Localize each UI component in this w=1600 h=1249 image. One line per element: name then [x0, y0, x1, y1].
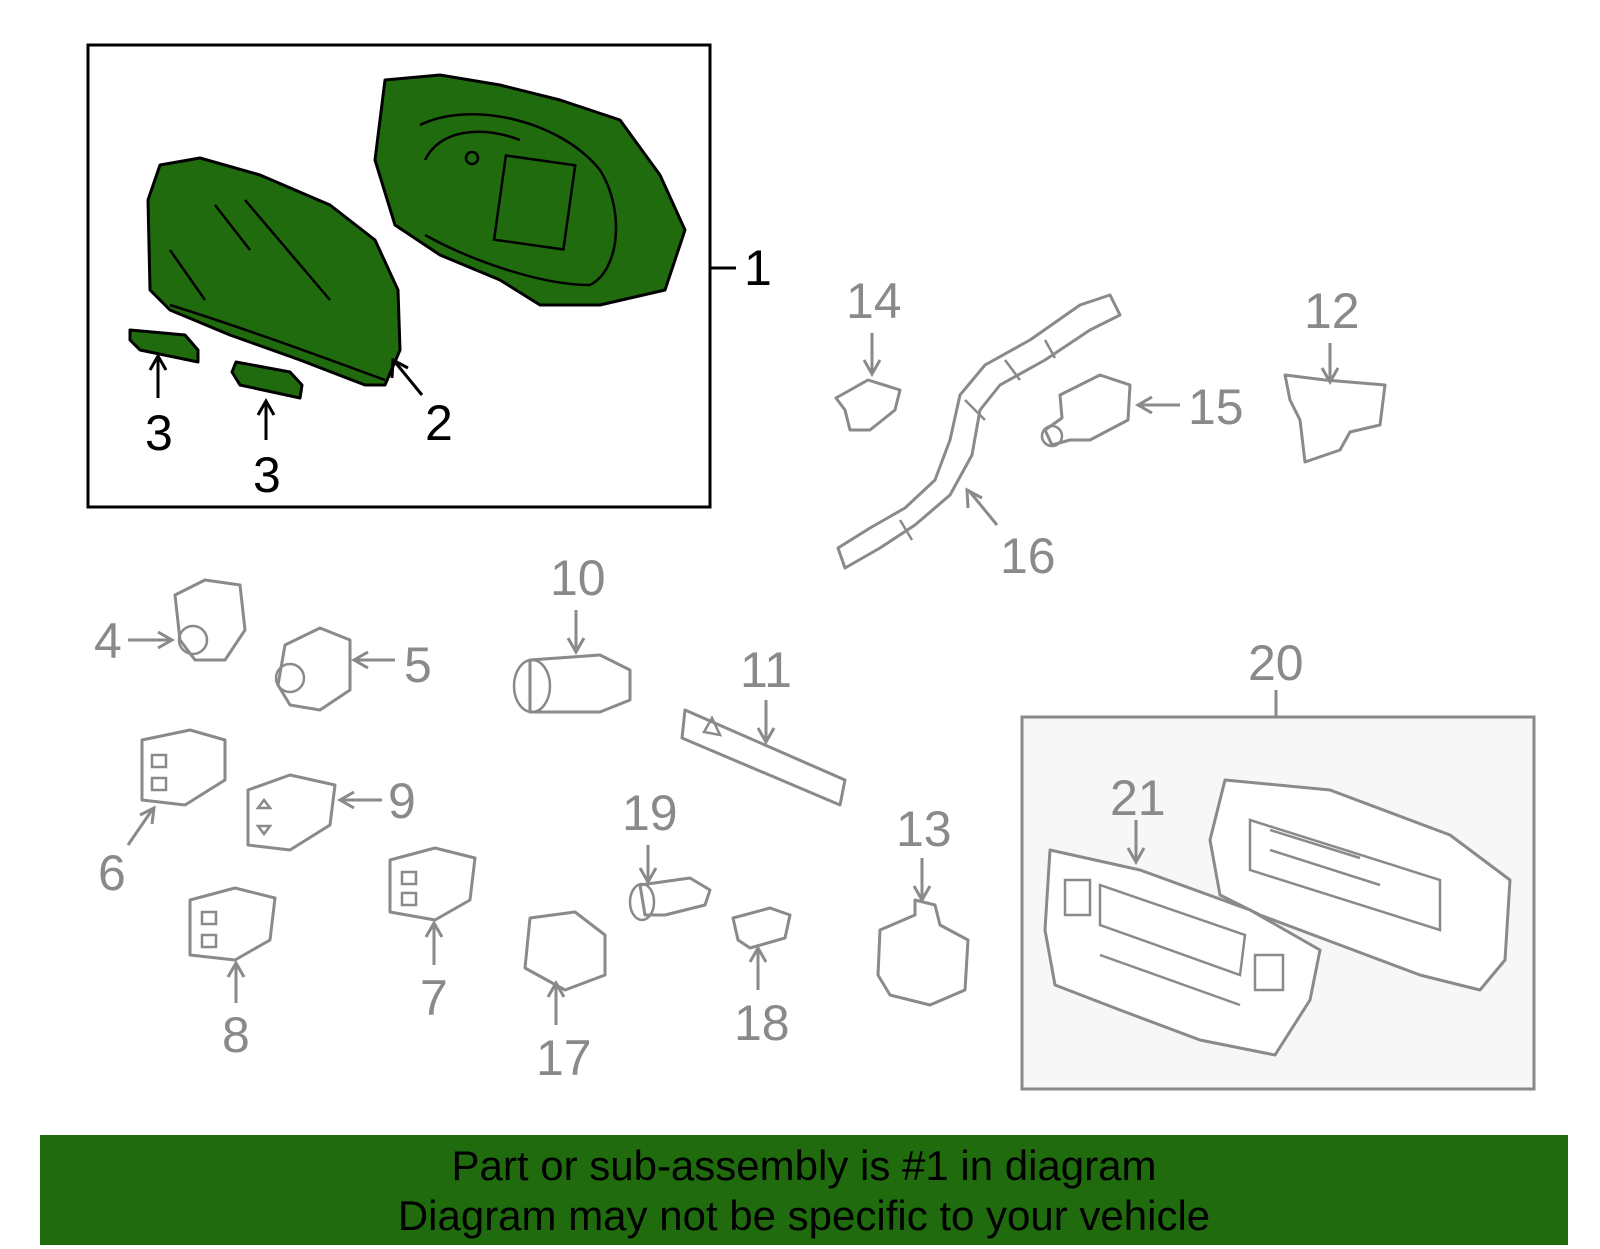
- arrow-5: [350, 650, 369, 670]
- callout-10: 10: [550, 550, 606, 606]
- arrow-19: [638, 867, 658, 886]
- arrow-3b: [256, 397, 276, 416]
- callout-12: 12: [1304, 283, 1360, 339]
- part-17-module[interactable]: [523, 910, 607, 992]
- callout-5: 5: [404, 637, 432, 693]
- callout-15: 15: [1188, 379, 1244, 435]
- part-9-switch[interactable]: [246, 773, 337, 852]
- callout-9: 9: [388, 773, 416, 829]
- part-15-sensor[interactable]: [1043, 373, 1132, 447]
- cap-3-left[interactable]: [128, 328, 200, 364]
- part-18-clip[interactable]: [731, 906, 792, 950]
- cap-3-right[interactable]: [230, 360, 304, 400]
- part-5-switch[interactable]: [276, 626, 352, 712]
- arrow-2: [390, 357, 409, 379]
- part-16-harness[interactable]: [836, 293, 1122, 570]
- callout-14: 14: [846, 273, 902, 329]
- callout-7: 7: [420, 970, 448, 1026]
- callout-13: 13: [896, 801, 952, 857]
- leader-2: [393, 361, 424, 396]
- banner-line-1: Part or sub-assembly is #1 in diagram: [451, 1142, 1157, 1189]
- arrow-10: [566, 637, 586, 656]
- part-12-bracket[interactable]: [1283, 373, 1387, 464]
- arrow-6: [139, 805, 156, 825]
- callout-8: 8: [222, 1007, 250, 1063]
- arrow-17: [546, 979, 566, 998]
- callout-1: 1: [744, 240, 772, 296]
- part-6-switch[interactable]: [140, 728, 227, 807]
- arrow-8: [226, 959, 246, 978]
- callout-18: 18: [734, 995, 790, 1051]
- arrow-12: [1320, 367, 1340, 386]
- part-21-control-panel[interactable]: [1043, 848, 1322, 1057]
- arrow-14: [862, 359, 882, 378]
- part-11-hazard-panel[interactable]: [680, 708, 847, 807]
- callout-2: 2: [425, 395, 453, 451]
- callout-4: 4: [94, 613, 122, 669]
- info-banner: Part or sub-assembly is #1 in diagram Di…: [40, 1135, 1568, 1245]
- part-4-switch[interactable]: [173, 578, 247, 662]
- instrument-cluster-housing[interactable]: [373, 73, 687, 307]
- arrow-21: [1126, 847, 1146, 866]
- arrow-13: [912, 885, 932, 904]
- arrow-16: [965, 487, 983, 509]
- arrow-15: [1134, 395, 1153, 415]
- leader-16: [968, 491, 999, 526]
- callout-3a: 3: [145, 405, 173, 461]
- part-7-switch[interactable]: [388, 846, 477, 922]
- part-13-bracket[interactable]: [876, 898, 970, 1007]
- arrow-9: [336, 790, 355, 810]
- part-8-switch[interactable]: [188, 886, 277, 962]
- part-20-climate-control[interactable]: [1208, 778, 1512, 992]
- callout-20: 20: [1248, 635, 1304, 691]
- arrow-3a: [148, 352, 168, 371]
- callout-3b: 3: [253, 447, 281, 503]
- callout-21: 21: [1110, 770, 1166, 826]
- cluster-lens[interactable]: [146, 156, 402, 387]
- arrow-11: [756, 727, 776, 746]
- part-19-socket[interactable]: [638, 876, 712, 917]
- arrow-4: [157, 630, 176, 650]
- callout-19: 19: [622, 785, 678, 841]
- banner-line-2: Diagram may not be specific to your vehi…: [397, 1192, 1211, 1239]
- callout-6: 6: [98, 845, 126, 901]
- part-14-clip[interactable]: [834, 378, 902, 432]
- arrow-18: [748, 944, 768, 963]
- leader-6: [126, 809, 154, 846]
- callout-11: 11: [740, 642, 792, 698]
- arrow-7: [424, 919, 444, 938]
- callout-17: 17: [536, 1030, 592, 1086]
- callout-16: 16: [1000, 528, 1056, 584]
